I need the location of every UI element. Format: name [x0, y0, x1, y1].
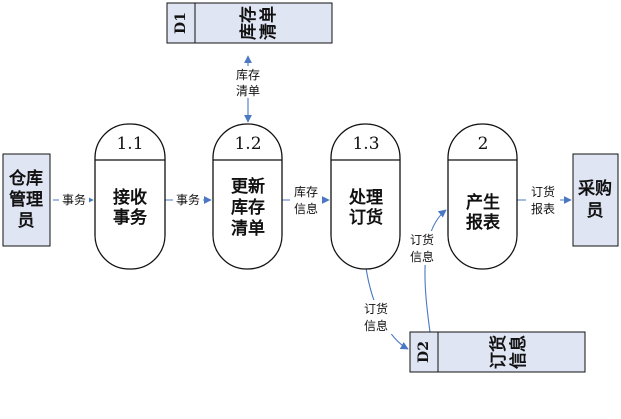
data-store-name-line-1: 库存 — [238, 6, 259, 40]
entity-warehouse-manager-line-3: 员 — [18, 211, 35, 231]
entity-buyer-line-1: 采购 — [577, 178, 612, 199]
process-id: 1.2 — [234, 134, 261, 154]
process-id: 2 — [478, 134, 489, 154]
flow-label-manager-to-1.1: 事务 — [62, 192, 86, 207]
data-store-d1: D1 库存 清单 — [166, 2, 333, 44]
flow-label-d1-to-1.2-line-2: 清单 — [236, 84, 260, 98]
flow-label-2-to-buyer-line-1: 订货 — [531, 184, 555, 199]
flow-label-1.1-to-1.2: 事务 — [176, 192, 200, 207]
data-store-d2: D2 订货 信息 — [409, 331, 586, 373]
flow-label-1.3-to-d2-line-2: 信息 — [364, 318, 388, 333]
process-name-line-1: 产生 — [466, 192, 500, 213]
entity-warehouse-manager-line-2: 管理 — [9, 189, 43, 210]
process-name-line-1: 接收 — [113, 187, 147, 208]
data-store-name-line-2: 信息 — [508, 335, 529, 369]
flow-label-d1-to-1.2-line-1: 库存 — [236, 67, 260, 82]
process-name-line-1: 处理 — [348, 187, 383, 208]
process-name-line-2: 报表 — [466, 212, 501, 233]
process-id: 1.1 — [116, 134, 143, 154]
process-name-line-3: 清单 — [231, 218, 265, 239]
flow-labels: 事务 事务 库存 清单 库存 信息 订货 信息 订货 信息 订货 报表 — [59, 66, 560, 334]
entity-buyer-line-2: 员 — [587, 201, 604, 221]
process-name-line-1: 更新 — [231, 176, 265, 197]
entity-warehouse-manager-line-1: 仓库 — [8, 168, 43, 189]
data-store-id: D1 — [173, 12, 189, 34]
process-1.3: 1.3 处理 订货 — [330, 123, 401, 270]
flow-label-1.2-to-1.3-line-1: 库存 — [294, 184, 318, 199]
process-2: 2 产生 报表 — [447, 123, 518, 270]
entity-warehouse-manager: 仓库 管理 员 — [2, 153, 51, 247]
process-name-line-2: 库存 — [231, 197, 265, 218]
flow-label-1.3-to-d2-line-1: 订货 — [364, 301, 388, 316]
flow-label-2-to-buyer-line-2: 报表 — [531, 201, 555, 216]
flow-label-1.2-to-1.3-line-2: 信息 — [294, 201, 318, 216]
flow-label-d2-to-2-line-2: 信息 — [410, 249, 434, 264]
process-name-line-2: 事务 — [113, 207, 148, 228]
data-store-id: D2 — [416, 341, 432, 363]
process-id: 1.3 — [352, 134, 379, 154]
data-store-name-line-2: 清单 — [258, 6, 279, 40]
process-1.2: 1.2 更新 库存 清单 — [212, 123, 283, 270]
entity-buyer: 采购 员 — [572, 153, 619, 247]
flow-label-d2-to-2-line-1: 订货 — [410, 232, 434, 247]
data-store-name-line-1: 订货 — [488, 335, 509, 369]
flow-line-d2-to-2 — [424, 209, 447, 333]
process-1.1: 1.1 接收 事务 — [94, 123, 166, 270]
process-name-line-2: 订货 — [349, 207, 383, 228]
